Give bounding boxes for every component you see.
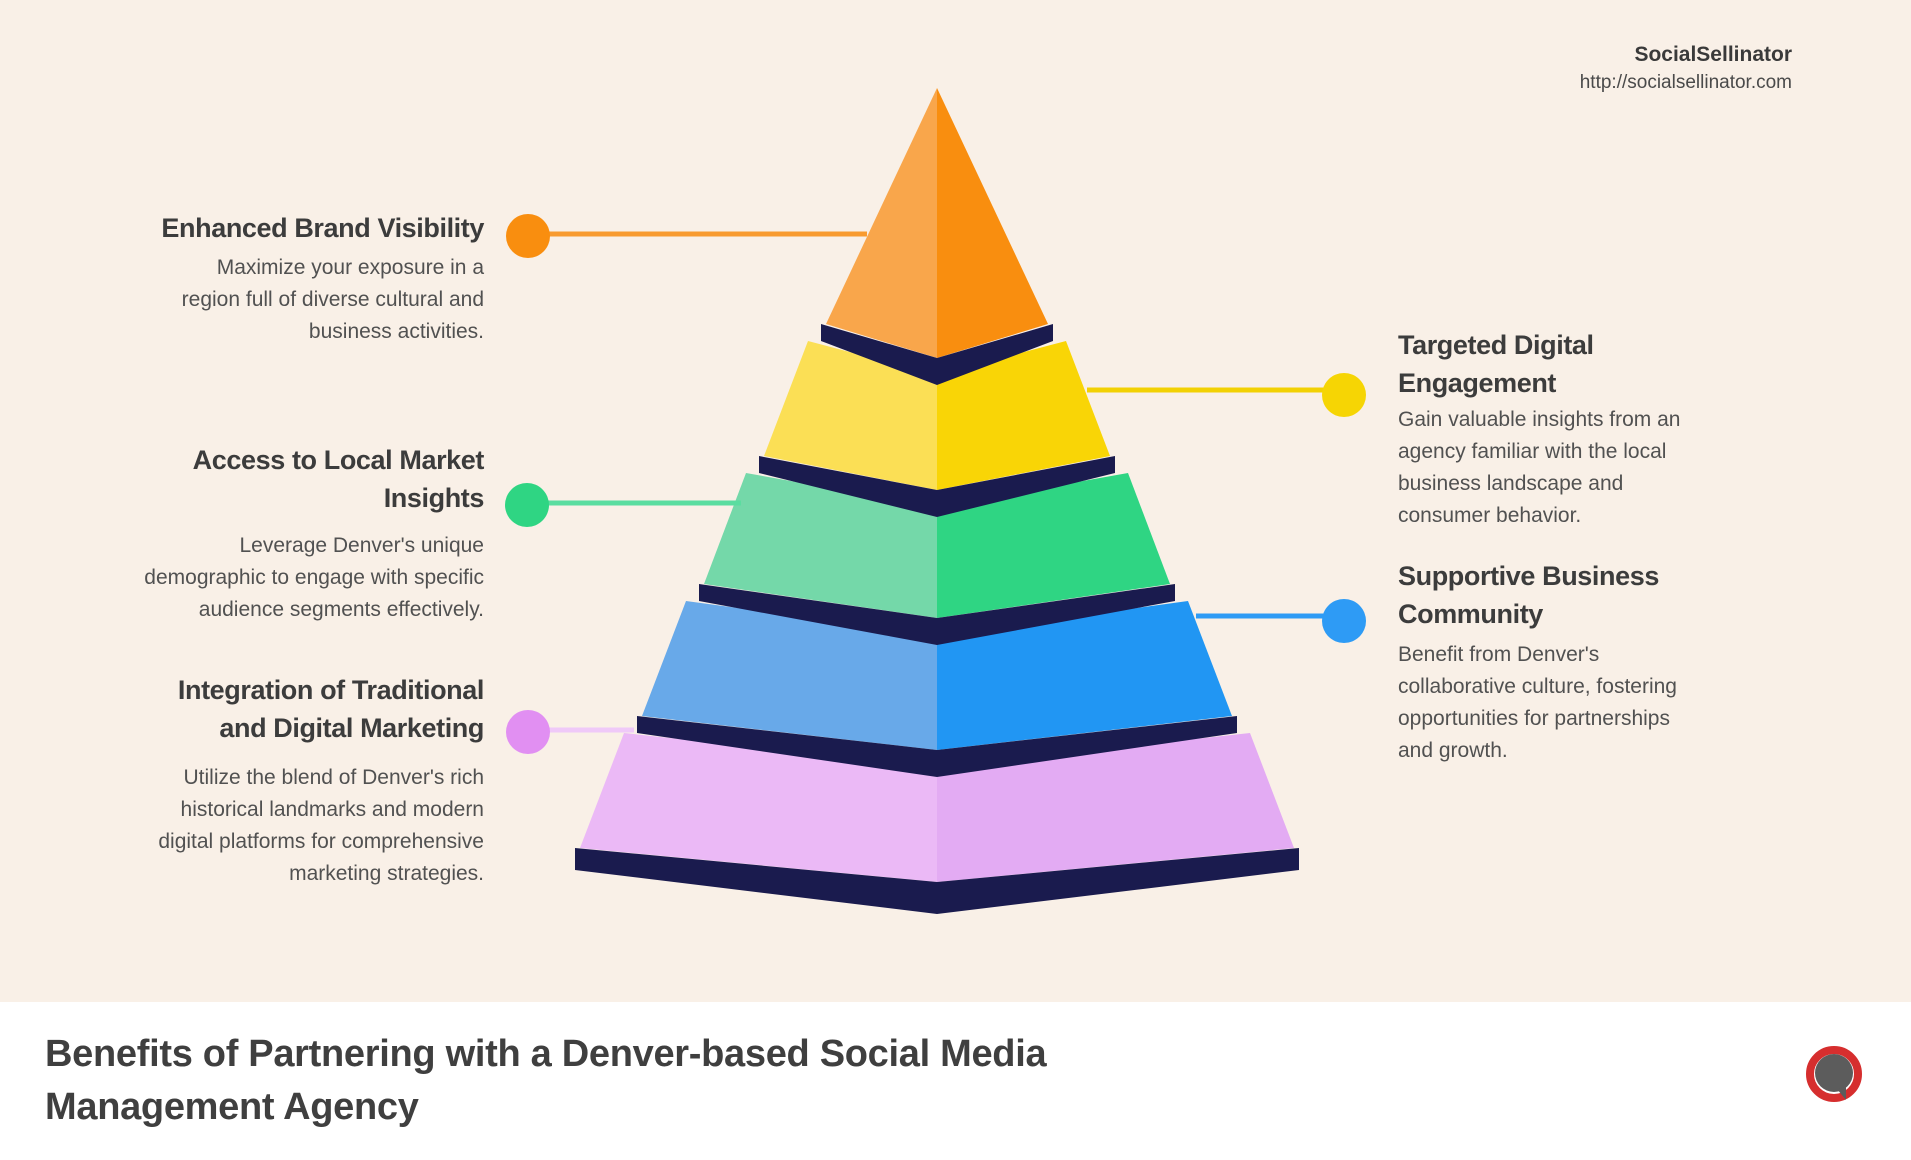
pyramid-layer-1-right-face <box>937 88 1048 358</box>
pyramid-base-edge <box>575 848 1299 914</box>
callout-title: Enhanced Brand Visibility <box>161 213 484 243</box>
callout-description: Utilize the blend of Denver's rich histo… <box>158 766 484 885</box>
pyramid-layer-5-right-face <box>937 733 1294 882</box>
connector-dot-local-market-insights <box>505 483 549 527</box>
pyramid-layer-4-left-face <box>642 601 937 750</box>
callout-description: Gain valuable insights from an agency fa… <box>1398 408 1681 527</box>
callout-integration-of-traditional-and-digital-marketing: Integration of Traditional and Digital M… <box>83 671 484 890</box>
connector-dot-targeted-digital-engagement <box>1322 373 1366 417</box>
pyramid-layer-3-right-face <box>937 473 1170 618</box>
footer-bar: Benefits of Partnering with a Denver-bas… <box>0 1002 1911 1160</box>
callout-description: Maximize your exposure in a region full … <box>181 256 484 343</box>
callout-title: Integration of Traditional and Digital M… <box>177 675 485 743</box>
logo-ring <box>1806 1046 1862 1102</box>
callout-access-to-local-market-insights: Access to Local Market Insights Leverage… <box>83 441 484 626</box>
callout-enhanced-brand-visibility: Enhanced Brand Visibility Maximize your … <box>83 209 484 348</box>
pyramid-layer-4 <box>642 601 1232 750</box>
connector-dot-enhanced-brand-visibility <box>506 214 550 258</box>
logo-speech-bubble <box>1815 1054 1853 1092</box>
pyramid-layer-2 <box>764 341 1110 490</box>
callout-title: Supportive Business Community <box>1398 561 1659 629</box>
pyramid-layer-1-left-face <box>826 88 937 358</box>
callout-description: Leverage Denver's unique demographic to … <box>144 534 484 621</box>
brand-url: http://socialsellinator.com <box>1579 72 1792 93</box>
pyramid-layer-3 <box>704 473 1170 618</box>
pyramid-layer-5 <box>580 733 1294 882</box>
brand-name: SocialSellinator <box>1634 43 1792 66</box>
connector-dot-supportive-business-community <box>1322 599 1366 643</box>
callout-title: Targeted Digital Engagement <box>1398 330 1594 398</box>
pyramid-separator-3 <box>699 584 1175 645</box>
pyramid-layer-3-left-face <box>704 473 937 618</box>
pyramid-layer-5-left-face <box>580 733 937 882</box>
brand-block: SocialSellinator http://socialsellinator… <box>1580 42 1792 98</box>
pyramid-layer-1 <box>826 88 1048 358</box>
pyramid-layer-2-left-face <box>764 341 937 490</box>
pyramid-separator-2 <box>759 456 1115 517</box>
connector-dot-traditional-digital-marketing <box>506 710 550 754</box>
callout-targeted-digital-engagement: Targeted Digital Engagement Gain valuabl… <box>1398 326 1728 532</box>
socialsellinator-logo-icon <box>1806 1046 1862 1102</box>
callout-supportive-business-community: Supportive Business Community Benefit fr… <box>1398 557 1728 767</box>
pyramid-layer-4-right-face <box>937 601 1232 750</box>
pyramid-separator-1 <box>821 324 1053 385</box>
logo-speech-bubble-tail <box>1837 1087 1846 1100</box>
pyramid-layer-2-right-face <box>937 341 1110 490</box>
page-title: Benefits of Partnering with a Denver-bas… <box>45 1033 1047 1128</box>
pyramid-separator-4 <box>637 716 1237 777</box>
callout-description: Benefit from Denver's collaborative cult… <box>1398 643 1677 762</box>
callout-title: Access to Local Market Insights <box>192 445 485 513</box>
